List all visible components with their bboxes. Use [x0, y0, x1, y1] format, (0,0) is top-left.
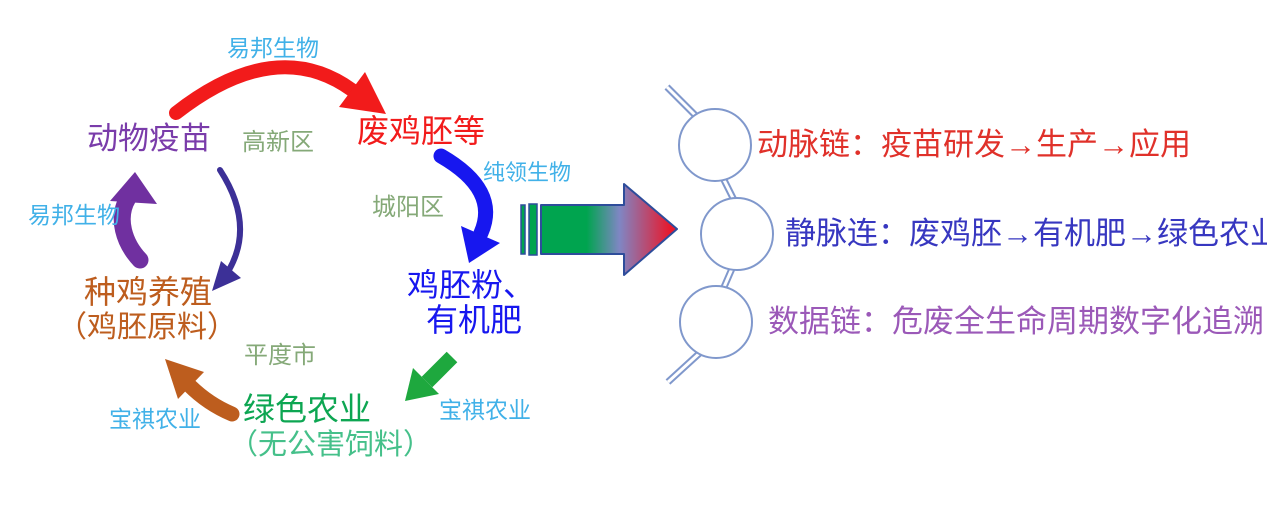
label-district-pingdu: 平度市 — [244, 343, 316, 369]
node-embryo-powder-line2: 有机肥 — [426, 302, 523, 338]
gradient-transfer-arrow — [520, 183, 678, 276]
node-waste-embryo: 废鸡胚等 — [357, 113, 486, 149]
node-embryo-powder-line1: 鸡胚粉、 — [407, 267, 536, 303]
label-yibang-bio-top: 易邦生物 — [227, 36, 319, 61]
label-district-chengyang: 城阳区 — [372, 195, 444, 221]
node-animal-vaccine: 动物疫苗 — [87, 121, 211, 156]
node-green-agriculture-line2: （无公害饲料） — [229, 429, 433, 461]
chain-circle-1 — [678, 108, 752, 182]
label-yibang-bio-left: 易邦生物 — [28, 203, 120, 228]
chain-circle-3 — [679, 285, 753, 359]
node-green-agriculture-line1: 绿色农业 — [243, 391, 372, 427]
label-baoqi-agri-right: 宝祺农业 — [439, 398, 531, 423]
brown-arrow — [165, 359, 240, 422]
label-baoqi-agri-left: 宝祺农业 — [109, 407, 201, 432]
chain-line-artery: 动脉链：疫苗研发→生产→应用 — [757, 127, 1191, 162]
node-breeding-line1: 种鸡养殖 — [84, 274, 213, 310]
label-chunling-bio: 纯领生物 — [483, 160, 572, 185]
chain-line-vein: 静脉连：废鸡胚→有机肥→绿色农业 — [785, 216, 1267, 251]
blue-arc-arrow — [433, 148, 500, 263]
chain-circle-2 — [700, 197, 774, 271]
red-arc-arrow — [169, 60, 386, 120]
node-breeding-line2: （鸡胚原料） — [57, 311, 237, 344]
chain-tail-bottom — [665, 347, 706, 385]
green-arrow — [405, 351, 458, 401]
chain-links-graphic — [664, 84, 774, 385]
label-district-gaoxin: 高新区 — [242, 130, 314, 156]
chain-line-data: 数据链：危废全生命周期数字化追溯 — [768, 304, 1264, 339]
purple-up-arrow — [110, 172, 157, 269]
indigo-arc-arrow — [212, 167, 244, 291]
